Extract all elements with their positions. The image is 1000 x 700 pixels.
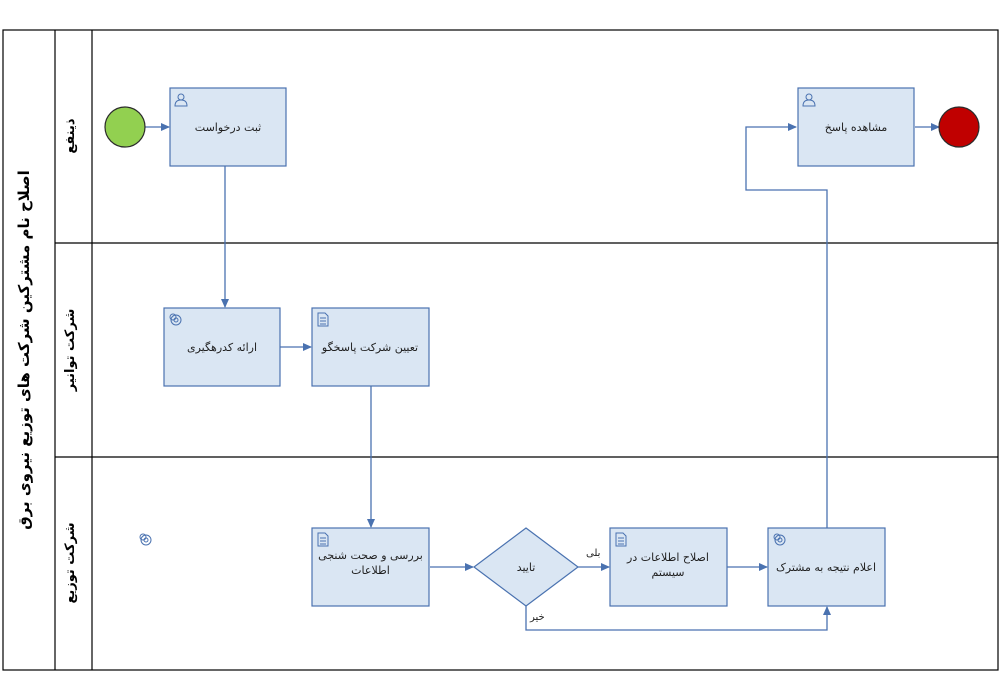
end-event[interactable] [938,106,980,148]
task-label: اعلام نتیجه به مشترک [776,561,876,574]
gateway-label: تایید [517,561,536,574]
lane-title-tavanir: شرکت توانیر [63,309,78,392]
document-icon [317,312,329,327]
start-event[interactable] [104,106,146,148]
task-label: بررسی و صحت شنجی اطلاعات [318,549,423,577]
document-icon [317,532,329,547]
user-icon [802,93,816,107]
task-assign-company[interactable]: تعیین شرکت پاسخگو [311,307,430,387]
task-label: تعیین شرکت پاسخگو [321,341,418,354]
task-correct-info[interactable]: اصلاح اطلاعات در سیستم [609,527,728,607]
task-view-response[interactable]: مشاهده پاسخ [797,87,915,167]
document-icon [615,532,627,547]
task-label: ارائه کدرهگیری [187,341,257,354]
task-review-info[interactable]: بررسی و صحت شنجی اطلاعات [311,527,430,607]
user-icon [174,93,188,107]
task-announce-result[interactable]: اعلام نتیجه به مشترک [767,527,886,607]
lane-title-stakeholder: ذینفع [63,118,78,153]
flow-announce-to-view [745,123,828,528]
gateway-approve[interactable]: تایید [473,527,579,607]
task-label-wrap: بررسی و صحت شنجی اطلاعات [318,549,423,577]
gateway-yes-label: بلی [586,548,600,559]
task-provide-routing[interactable]: ارائه کدرهگیری [163,307,281,387]
gear-icon [139,533,152,546]
task-register-request[interactable]: ثبت درخواست [169,87,287,167]
task-label-wrap: اصلاح اطلاعات در سیستم [627,551,709,579]
lane-title-distribution: شرکت توزیع [63,523,78,604]
sequence-flows: بلی خیر [145,123,940,631]
gear-icon [169,313,182,326]
flow-gateway-no [525,606,831,631]
gateway-no-label: خیر [529,612,545,623]
task-label: ثبت درخواست [195,121,261,134]
task-label: مشاهده پاسخ [825,121,888,134]
task-label: اصلاح اطلاعات در سیستم [627,551,709,579]
gear-icon [773,533,786,546]
pool-title: اصلاح نام مشترکین شرکت های توزیع نیروی ب… [15,170,33,530]
